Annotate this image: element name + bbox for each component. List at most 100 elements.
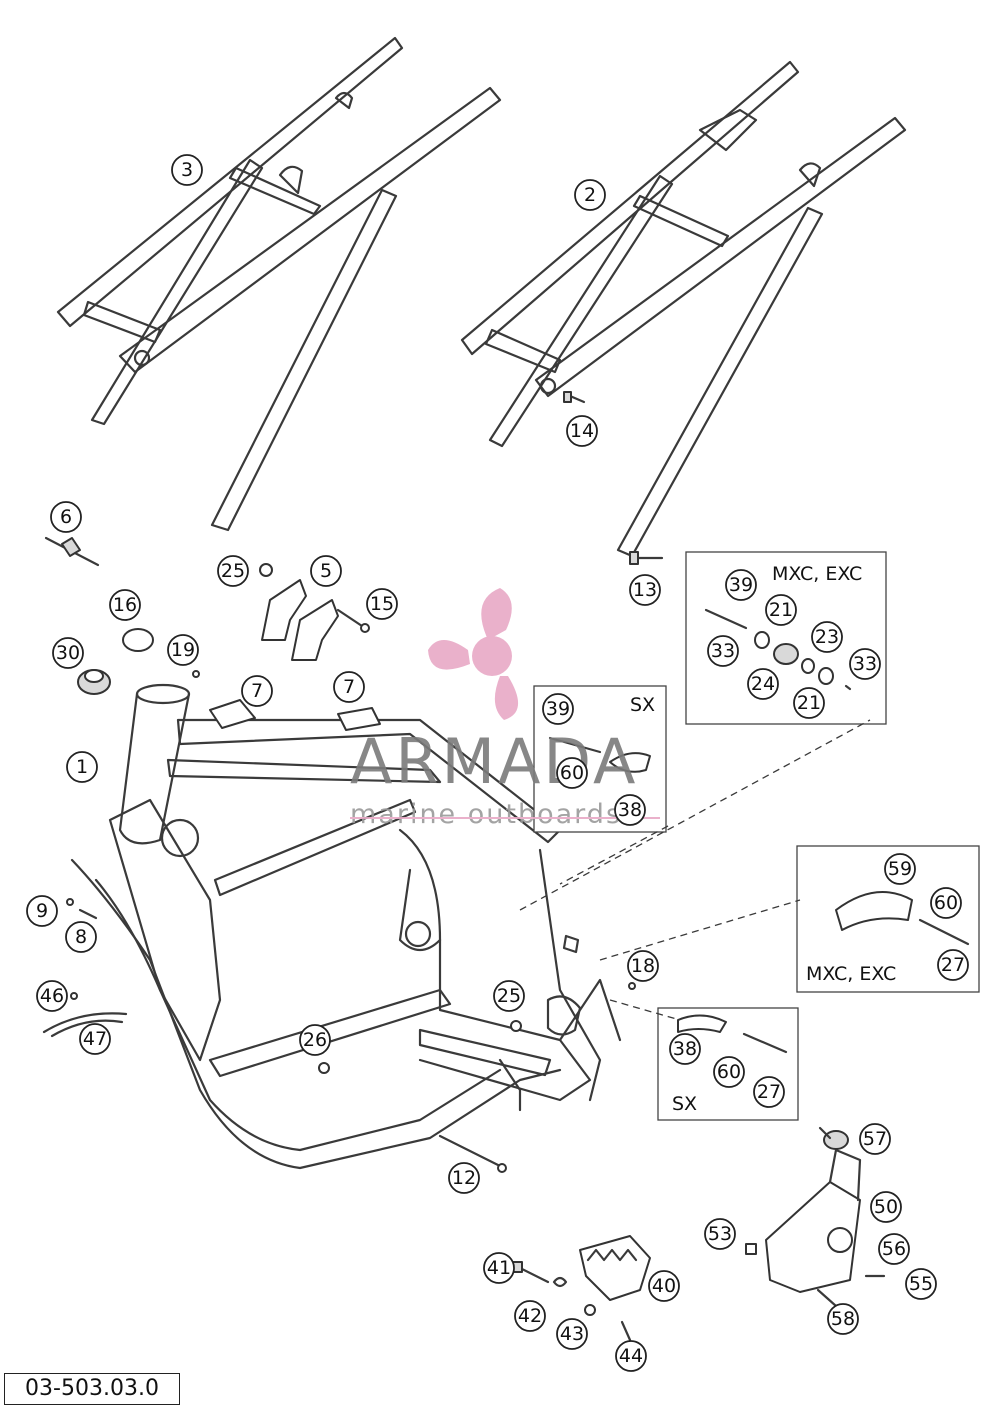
svg-text:21: 21	[797, 692, 821, 714]
callout-47: 47	[79, 1023, 111, 1055]
svg-text:12: 12	[452, 1167, 476, 1189]
small-parts	[42, 391, 664, 1173]
svg-text:5: 5	[320, 560, 332, 582]
callout-25a: 25	[217, 555, 249, 587]
svg-text:1: 1	[76, 756, 88, 778]
leader-line	[519, 719, 871, 911]
svg-text:15: 15	[370, 593, 394, 615]
callout-60c: 60	[713, 1056, 745, 1088]
svg-text:56: 56	[882, 1238, 906, 1260]
svg-text:60: 60	[934, 892, 958, 914]
callout-56: 56	[878, 1233, 910, 1265]
svg-text:19: 19	[171, 639, 195, 661]
svg-text:42: 42	[518, 1305, 542, 1327]
callout-21b: 21	[793, 687, 825, 719]
callout-38a: 38	[614, 794, 646, 826]
svg-text:53: 53	[708, 1223, 732, 1245]
callout-42: 42	[514, 1300, 546, 1332]
callout-3: 3	[171, 154, 203, 186]
svg-text:55: 55	[909, 1273, 933, 1295]
svg-text:SX: SX	[672, 1093, 697, 1115]
callout-7b: 7	[333, 671, 365, 703]
callout-53: 53	[704, 1218, 736, 1250]
svg-text:27: 27	[757, 1081, 781, 1103]
callout-26: 26	[299, 1024, 331, 1056]
callout-7a: 7	[241, 675, 273, 707]
callout-60b: 60	[930, 887, 962, 919]
callout-30: 30	[52, 637, 84, 669]
callout-40: 40	[648, 1270, 680, 1302]
leader-line	[599, 899, 801, 961]
svg-text:38: 38	[618, 799, 642, 821]
callout-50: 50	[870, 1191, 902, 1223]
callout-18: 18	[627, 950, 659, 982]
svg-text:58: 58	[831, 1308, 855, 1330]
callout-16: 16	[109, 589, 141, 621]
callout-44: 44	[615, 1340, 647, 1372]
callout-27b: 27	[753, 1076, 785, 1108]
svg-text:39: 39	[729, 574, 753, 596]
svg-text:2: 2	[584, 184, 596, 206]
callout-9: 9	[26, 895, 58, 927]
callout-25b: 25	[493, 980, 525, 1012]
svg-text:14: 14	[570, 420, 594, 442]
svg-text:60: 60	[560, 762, 584, 784]
callout-39b: 39	[542, 693, 574, 725]
callout-41: 41	[483, 1252, 515, 1284]
svg-text:60: 60	[717, 1061, 741, 1083]
callout-2: 2	[574, 179, 606, 211]
diagram-reference-code: 03-503.03.0	[4, 1373, 180, 1405]
propeller-logo-icon	[428, 588, 519, 720]
svg-text:23: 23	[815, 626, 839, 648]
callout-59: 59	[884, 853, 916, 885]
svg-text:43: 43	[560, 1323, 584, 1345]
svg-text:40: 40	[652, 1275, 676, 1297]
rear-subframe-3	[56, 36, 502, 532]
callout-46: 46	[36, 980, 68, 1012]
svg-text:7: 7	[251, 680, 263, 702]
svg-text:SX: SX	[630, 694, 655, 716]
svg-text:25: 25	[497, 985, 521, 1007]
leader-line	[559, 825, 669, 885]
svg-text:50: 50	[874, 1196, 898, 1218]
svg-text:38: 38	[673, 1038, 697, 1060]
watermark-subtitle: marine outboards	[350, 799, 622, 830]
svg-text:41: 41	[487, 1257, 511, 1279]
callout-12: 12	[448, 1162, 480, 1194]
svg-text:16: 16	[113, 594, 137, 616]
callout-13: 13	[629, 574, 661, 606]
svg-text:8: 8	[75, 926, 87, 948]
chain-guide-parts	[745, 1126, 886, 1308]
callout-33a: 33	[707, 635, 739, 667]
svg-text:MXC, EXC: MXC, EXC	[772, 563, 862, 585]
callout-1: 1	[66, 751, 98, 783]
rear-subframe-2	[460, 60, 907, 558]
main-frame-1	[70, 683, 622, 1170]
svg-text:57: 57	[863, 1128, 887, 1150]
svg-text:27: 27	[941, 954, 965, 976]
callout-33b: 33	[849, 648, 881, 680]
svg-text:26: 26	[303, 1029, 327, 1051]
svg-text:MXC, EXC: MXC, EXC	[806, 963, 896, 985]
svg-text:6: 6	[60, 506, 72, 528]
svg-text:3: 3	[181, 159, 193, 181]
callout-58: 58	[827, 1303, 859, 1335]
callout-24: 24	[747, 668, 779, 700]
callout-55: 55	[905, 1268, 937, 1300]
callout-38b: 38	[669, 1033, 701, 1065]
callouts: 1 2 3 5 6 7 7 8 9 12 13 14 15 16 18 19 2…	[26, 154, 969, 1372]
svg-text:47: 47	[83, 1028, 107, 1050]
callout-57: 57	[859, 1123, 891, 1155]
callout-8: 8	[65, 921, 97, 953]
callout-5: 5	[310, 555, 342, 587]
callout-15: 15	[366, 588, 398, 620]
callout-23: 23	[811, 621, 843, 653]
leader-line	[609, 999, 681, 1021]
svg-text:33: 33	[711, 640, 735, 662]
svg-text:18: 18	[631, 955, 655, 977]
svg-text:13: 13	[633, 579, 657, 601]
svg-text:21: 21	[769, 599, 793, 621]
svg-text:7: 7	[343, 676, 355, 698]
svg-text:33: 33	[853, 653, 877, 675]
